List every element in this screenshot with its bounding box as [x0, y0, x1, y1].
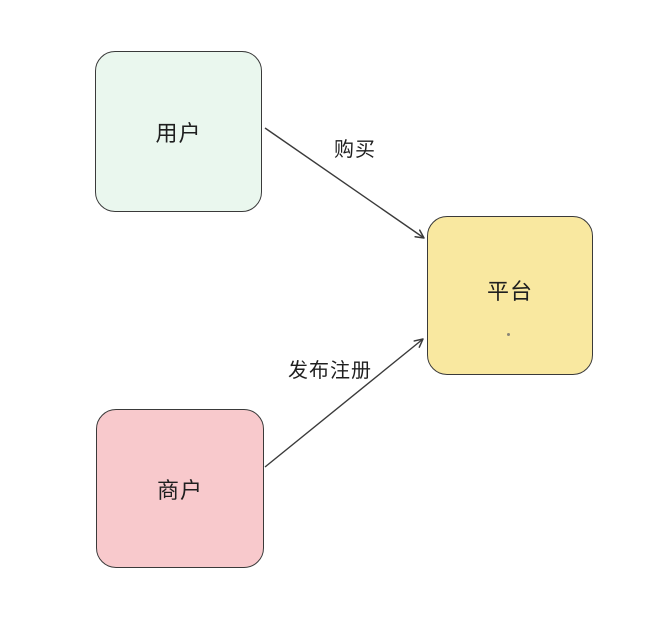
edge-label-buy: 购买 — [334, 137, 376, 161]
edge-label-publish-register: 发布注册 — [288, 358, 372, 382]
node-merchant: 商户 — [96, 409, 264, 568]
node-merchant-label: 商户 — [156, 478, 203, 504]
node-user: 用户 — [95, 51, 262, 212]
node-platform: 平台 — [427, 216, 593, 375]
node-user-label: 用户 — [155, 121, 202, 147]
node-platform-label: 平台 — [486, 279, 533, 305]
stray-dot — [507, 333, 510, 336]
